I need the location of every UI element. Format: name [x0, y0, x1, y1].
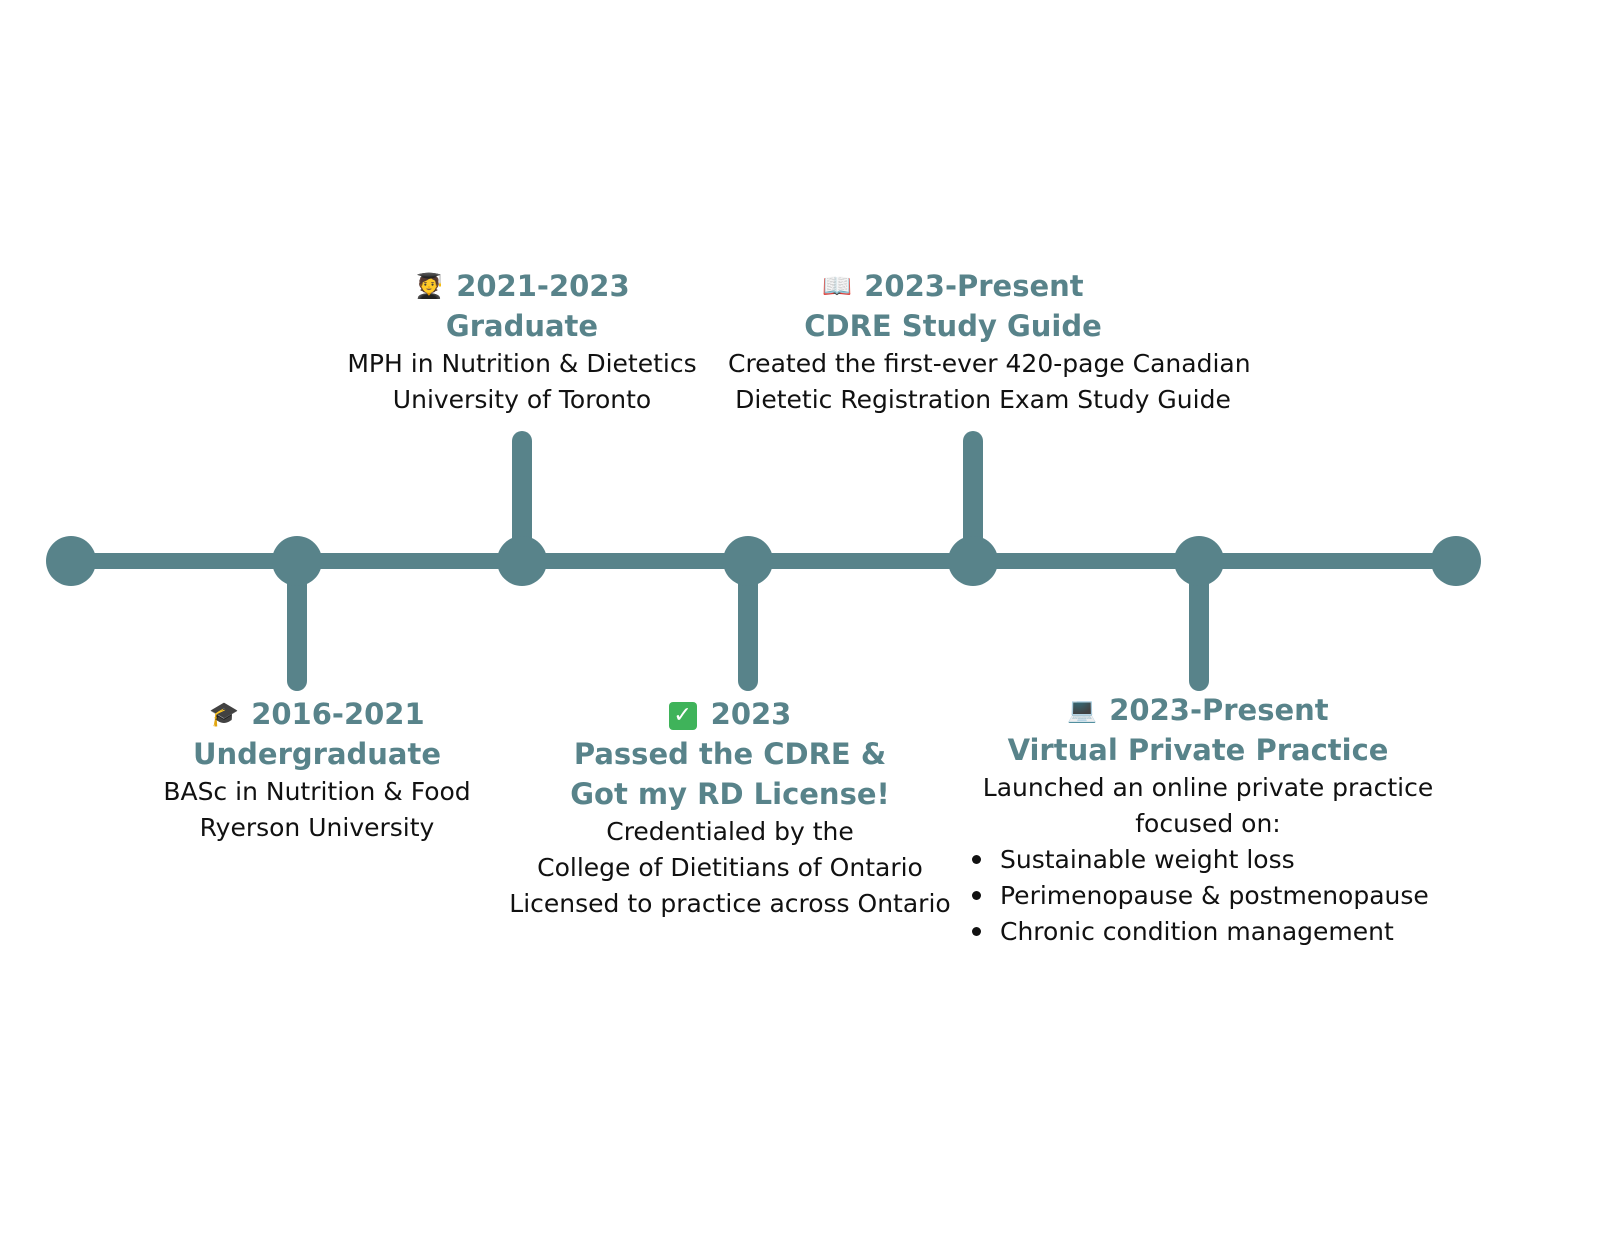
event-study-guide-title: CDRE Study Guide	[804, 309, 1102, 343]
event-practice-title: Virtual Private Practice	[1007, 733, 1389, 767]
practice-focus-item-text: Perimenopause & postmenopause	[1000, 881, 1429, 910]
event-graduate-school: University of Toronto	[392, 385, 652, 414]
practice-focus-item: Perimenopause & postmenopause	[968, 878, 1448, 914]
timeline-node-7	[1431, 536, 1481, 586]
laptop-icon: 💻	[1067, 696, 1098, 724]
event-graduate-degree: MPH in Nutrition & Dietetics	[347, 349, 697, 378]
event-undergraduate-degree: BASc in Nutrition & Food	[163, 777, 471, 806]
bullet-icon	[972, 891, 981, 900]
practice-focus-item-text: Chronic condition management	[1000, 917, 1394, 946]
event-undergraduate: 🎓 2016-2021 Undergraduate BASc in Nutriti…	[152, 694, 482, 846]
timeline-node-group	[46, 536, 1481, 586]
open-book-icon: 📖	[822, 272, 853, 300]
event-license-line-2: College of Dietitians of Ontario	[537, 853, 923, 882]
event-license-line-1: Credentialed by the	[606, 817, 854, 846]
event-license-date-row: ✓ 2023	[508, 694, 952, 734]
event-undergraduate-date-row: 🎓 2016-2021	[152, 694, 482, 734]
graduation-cap-icon: 🎓	[209, 700, 240, 728]
event-graduate-date-row: 🧑‍🎓 2021-2023	[342, 266, 702, 306]
event-practice: 💻 2023-Present Virtual Private Practice L…	[968, 690, 1448, 950]
practice-focus-item: Chronic condition management	[968, 914, 1448, 950]
timeline-node-3	[497, 536, 547, 586]
event-study-guide-line-1: Created the first-ever 420-page Canadian	[728, 349, 1251, 378]
event-graduate: 🧑‍🎓 2021-2023 Graduate MPH in Nutrition &…	[342, 266, 702, 418]
timeline-node-4	[723, 536, 773, 586]
practice-focus-list: Sustainable weight loss Perimenopause & …	[968, 842, 1448, 950]
event-practice-date: 2023-Present	[1109, 693, 1329, 727]
timeline-node-1	[46, 536, 96, 586]
check-mark-icon: ✓	[668, 702, 697, 730]
event-study-guide-date-row: 📖 2023-Present	[728, 266, 1238, 306]
event-license-line-3: Licensed to practice across Ontario	[509, 889, 951, 918]
timeline-node-6	[1174, 536, 1224, 586]
bullet-icon	[972, 855, 981, 864]
event-graduate-date: 2021-2023	[456, 269, 630, 303]
event-study-guide: 📖 2023-Present CDRE Study Guide Created t…	[728, 266, 1251, 418]
practice-focus-item-text: Sustainable weight loss	[1000, 845, 1295, 874]
event-license-date: 2023	[710, 697, 792, 731]
timeline-node-5	[948, 536, 998, 586]
event-practice-date-row: 💻 2023-Present	[968, 690, 1448, 730]
event-undergraduate-title: Undergraduate	[192, 737, 442, 771]
event-license-title-line-1: Passed the CDRE &	[573, 737, 887, 771]
event-undergraduate-date: 2016-2021	[251, 697, 425, 731]
event-study-guide-line-2: Dietetic Registration Exam Study Guide	[735, 385, 1231, 414]
event-graduate-title: Graduate	[445, 309, 599, 343]
timeline-node-2	[272, 536, 322, 586]
event-practice-line-2: focused on:	[1135, 809, 1281, 838]
event-study-guide-date: 2023-Present	[864, 269, 1084, 303]
event-undergraduate-school: Ryerson University	[199, 813, 435, 842]
event-practice-line-1: Launched an online private practice	[982, 773, 1434, 802]
student-icon: 🧑‍🎓	[414, 272, 445, 300]
practice-focus-item: Sustainable weight loss	[968, 842, 1448, 878]
event-license-title-line-2: Got my RD License!	[570, 777, 890, 811]
event-license: ✓ 2023 Passed the CDRE & Got my RD Licens…	[508, 694, 952, 922]
bullet-icon	[972, 927, 981, 936]
